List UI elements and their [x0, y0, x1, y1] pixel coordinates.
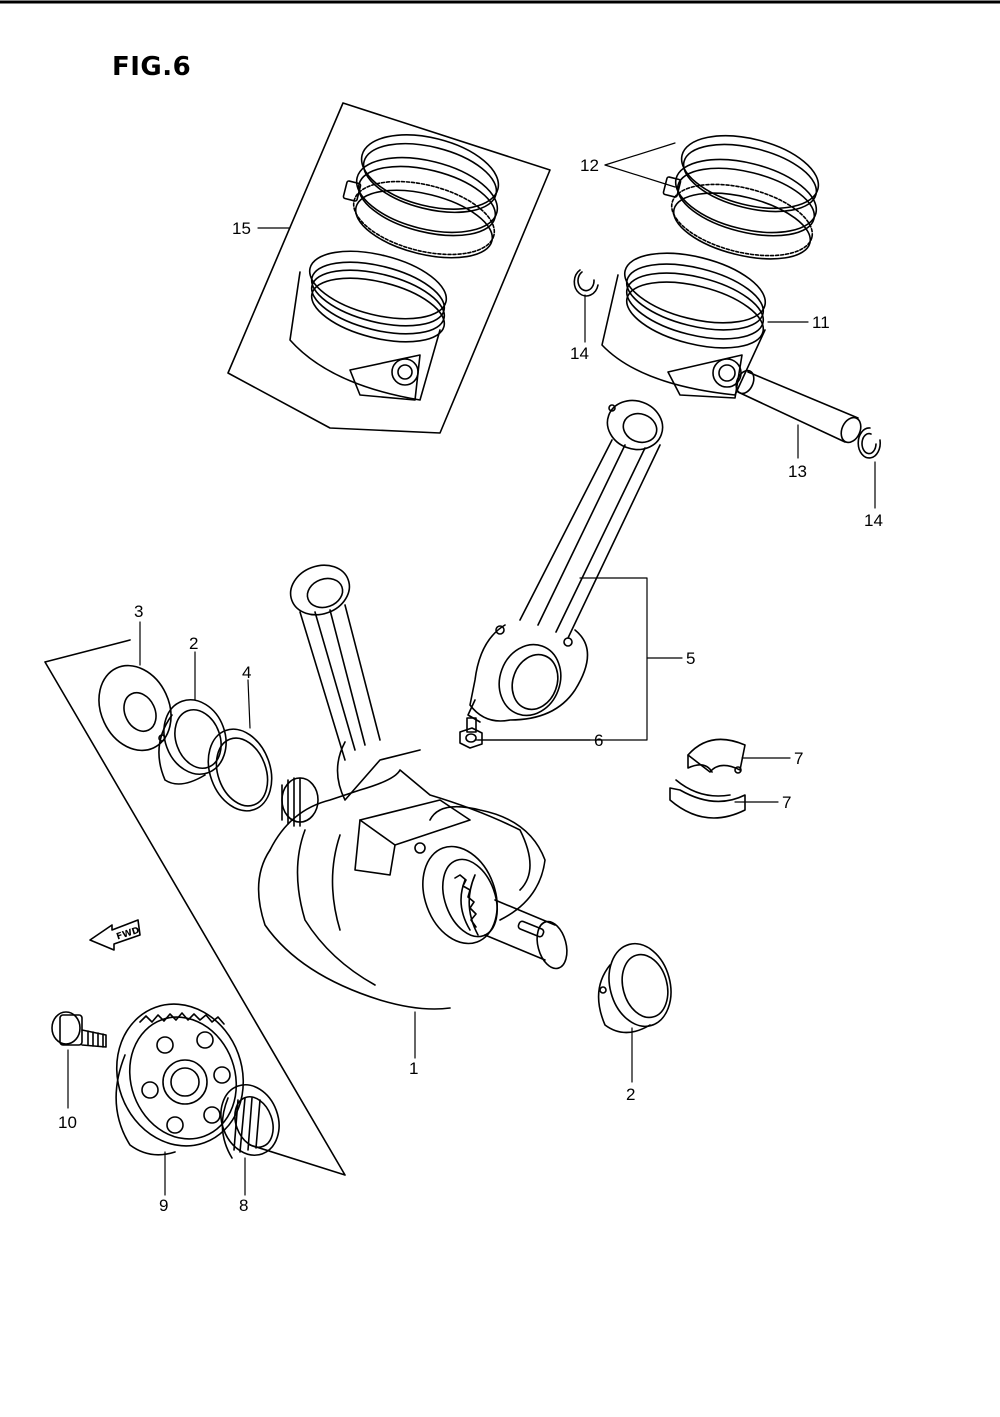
piston-pin: [735, 369, 862, 444]
main-bearing-right: [597, 942, 672, 1034]
gear-bolt: [51, 1011, 107, 1048]
primary-drive-gear: [115, 1003, 245, 1156]
piston-pin-circlip-right: [857, 427, 882, 459]
crank-bearings: [669, 738, 746, 819]
callout-12: 12: [580, 156, 599, 175]
needle-bearing: [220, 1084, 280, 1159]
callout-4: 4: [242, 663, 252, 682]
callout-11: 11: [812, 313, 830, 332]
piston-rings: [662, 134, 820, 260]
figure-title: FIG.6: [112, 52, 192, 82]
callout-7-upper: 7: [794, 749, 804, 768]
fwd-arrow-icon: FWD: [89, 919, 141, 951]
callout-5: 5: [686, 649, 696, 668]
callout-9: 9: [159, 1196, 169, 1215]
connecting-rod: [467, 399, 664, 723]
callout-14-left: 14: [570, 344, 589, 363]
callout-14-right: 14: [864, 511, 883, 530]
callout-10: 10: [58, 1113, 77, 1132]
callout-2-left: 2: [189, 634, 199, 653]
callout-8: 8: [239, 1196, 249, 1215]
piston-set-frame: [227, 102, 551, 434]
callout-7-lower: 7: [782, 793, 792, 812]
piston-pin-circlip-right-inner: [861, 432, 877, 455]
piston-pin-circlip-left: [573, 269, 599, 297]
connecting-rod-nut: [459, 717, 483, 749]
piston-set-piston: [289, 250, 448, 401]
callout-13: 13: [788, 462, 807, 481]
sub-assembly-boundary: [44, 639, 346, 1176]
piston-pin-circlip-left-inner: [577, 271, 595, 292]
thrust-washer: [98, 664, 172, 752]
piston-set-assembly: [227, 102, 551, 434]
leader-lines: [67, 142, 876, 1196]
piston-set-rings: [342, 134, 500, 259]
callout-3: 3: [134, 602, 144, 621]
piston: [601, 252, 767, 399]
callout-1: 1: [409, 1059, 419, 1078]
callout-15: 15: [232, 219, 251, 238]
bearing-ring: [207, 728, 273, 812]
callout-6: 6: [594, 731, 604, 750]
callout-2-right: 2: [626, 1085, 636, 1104]
crankshaft: [257, 564, 568, 1010]
